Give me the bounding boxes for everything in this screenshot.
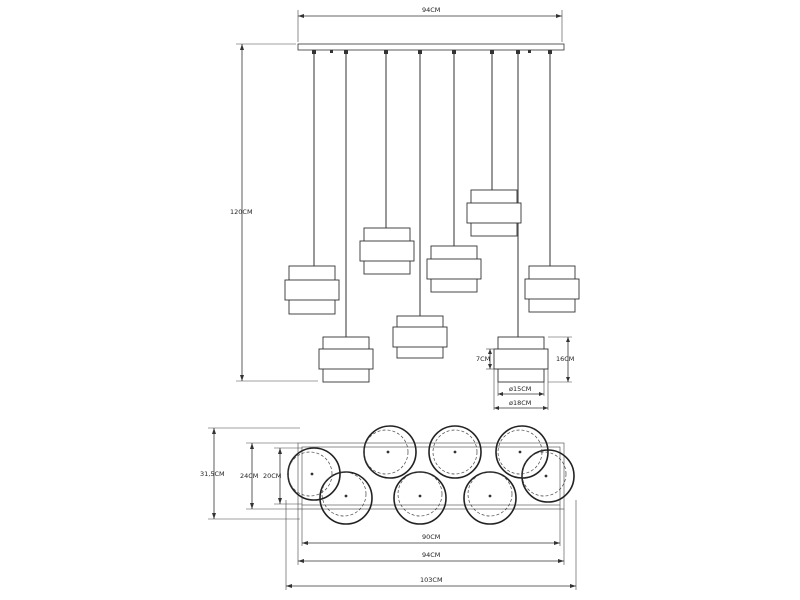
top-depth-outer-label: 31,5CM: [200, 470, 225, 478]
shade-dimensions: 7CM 16CM ø15CM ø18CM: [476, 336, 574, 410]
top-width-dimensions: 90CM 94CM 103CM: [285, 500, 577, 590]
top-depth-dimensions: 31,5CM 24CM 20CM: [200, 427, 302, 520]
top-width-inner-label: 90CM: [422, 533, 440, 541]
top-shade-circles-solid: [287, 425, 575, 525]
top-shade-circles-dashed: [287, 429, 567, 517]
shade-outer-diameter-label: ø18CM: [509, 399, 531, 407]
top-view: 31,5CM 24CM 20CM: [200, 425, 577, 590]
shade: [426, 245, 482, 293]
pendant-cords: [313, 54, 551, 337]
shade: [493, 336, 549, 383]
canopy-fittings: [312, 50, 552, 54]
shade: [466, 189, 522, 237]
canopy-width-label: 94CM: [422, 6, 440, 14]
top-depth-mid-label: 24CM: [240, 472, 258, 480]
top-canopy-outline: [297, 442, 565, 510]
shade: [318, 336, 374, 383]
top-cord-points: [310, 450, 548, 498]
shade: [392, 315, 448, 359]
shade-inner-height-label: 7CM: [476, 355, 490, 363]
top-width-mid-label: 94CM: [422, 551, 440, 559]
total-height-label: 120CM: [230, 208, 253, 216]
front-view: 94CM 120CM: [230, 6, 580, 410]
shade-height-label: 16CM: [556, 355, 574, 363]
top-depth-inner-label: 20CM: [263, 472, 281, 480]
total-height-dimension: 120CM: [230, 43, 318, 382]
pendant-shades: [284, 189, 580, 383]
canopy-bar: [297, 43, 565, 51]
shade: [284, 265, 340, 315]
shade: [359, 227, 415, 275]
canopy-width-dimension: 94CM: [297, 6, 563, 42]
shade: [524, 265, 580, 313]
top-width-outer-label: 103CM: [420, 576, 443, 584]
shade-inner-diameter-label: ø15CM: [509, 385, 531, 393]
